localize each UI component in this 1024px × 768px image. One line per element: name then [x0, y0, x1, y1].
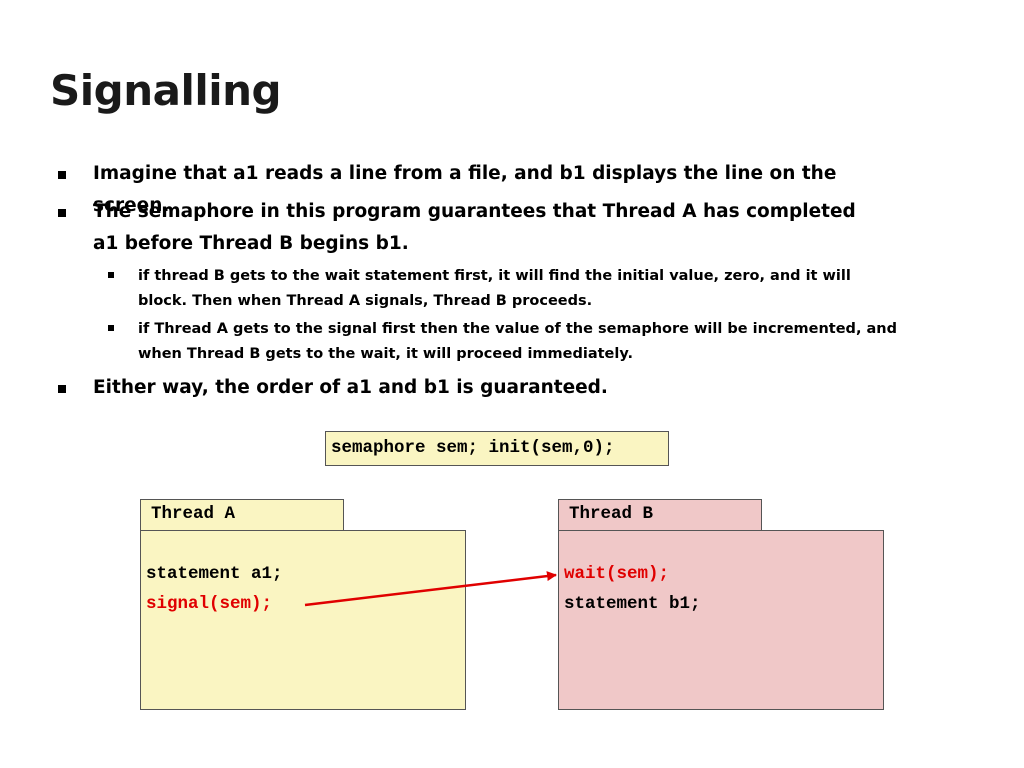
thread-b-wait: wait(sem); [564, 564, 670, 584]
sub-bullet-text: if Thread A gets to the signal first the… [138, 321, 897, 362]
thread-b-panel: wait(sem); statement b1; [558, 530, 884, 710]
bullet-square-icon [58, 209, 66, 217]
bullet-text: Imagine that a1 reads a line from a file… [93, 163, 837, 216]
sub-bullet-text: if thread B gets to the wait statement f… [138, 268, 851, 309]
thread-a-signal: signal(sem); [146, 594, 273, 614]
sub-bullet-square-icon [108, 325, 114, 331]
thread-a-statement: statement a1; [146, 564, 283, 584]
sub-bullet-square-icon [108, 272, 114, 278]
thread-b-label: Thread B [558, 499, 762, 531]
slide-title: Signalling [50, 66, 282, 115]
thread-a-label: Thread A [140, 499, 344, 531]
bullet-text: Either way, the order of a1 and b1 is gu… [93, 377, 608, 398]
thread-a-panel: statement a1; signal(sem); [140, 530, 466, 710]
bullet-square-icon [58, 385, 66, 393]
bullet-square-icon [58, 171, 66, 179]
semaphore-init-code: semaphore sem; init(sem,0); [325, 431, 669, 466]
bullet-text: The semaphore in this program guarantees… [93, 201, 856, 254]
thread-b-statement: statement b1; [564, 594, 701, 614]
